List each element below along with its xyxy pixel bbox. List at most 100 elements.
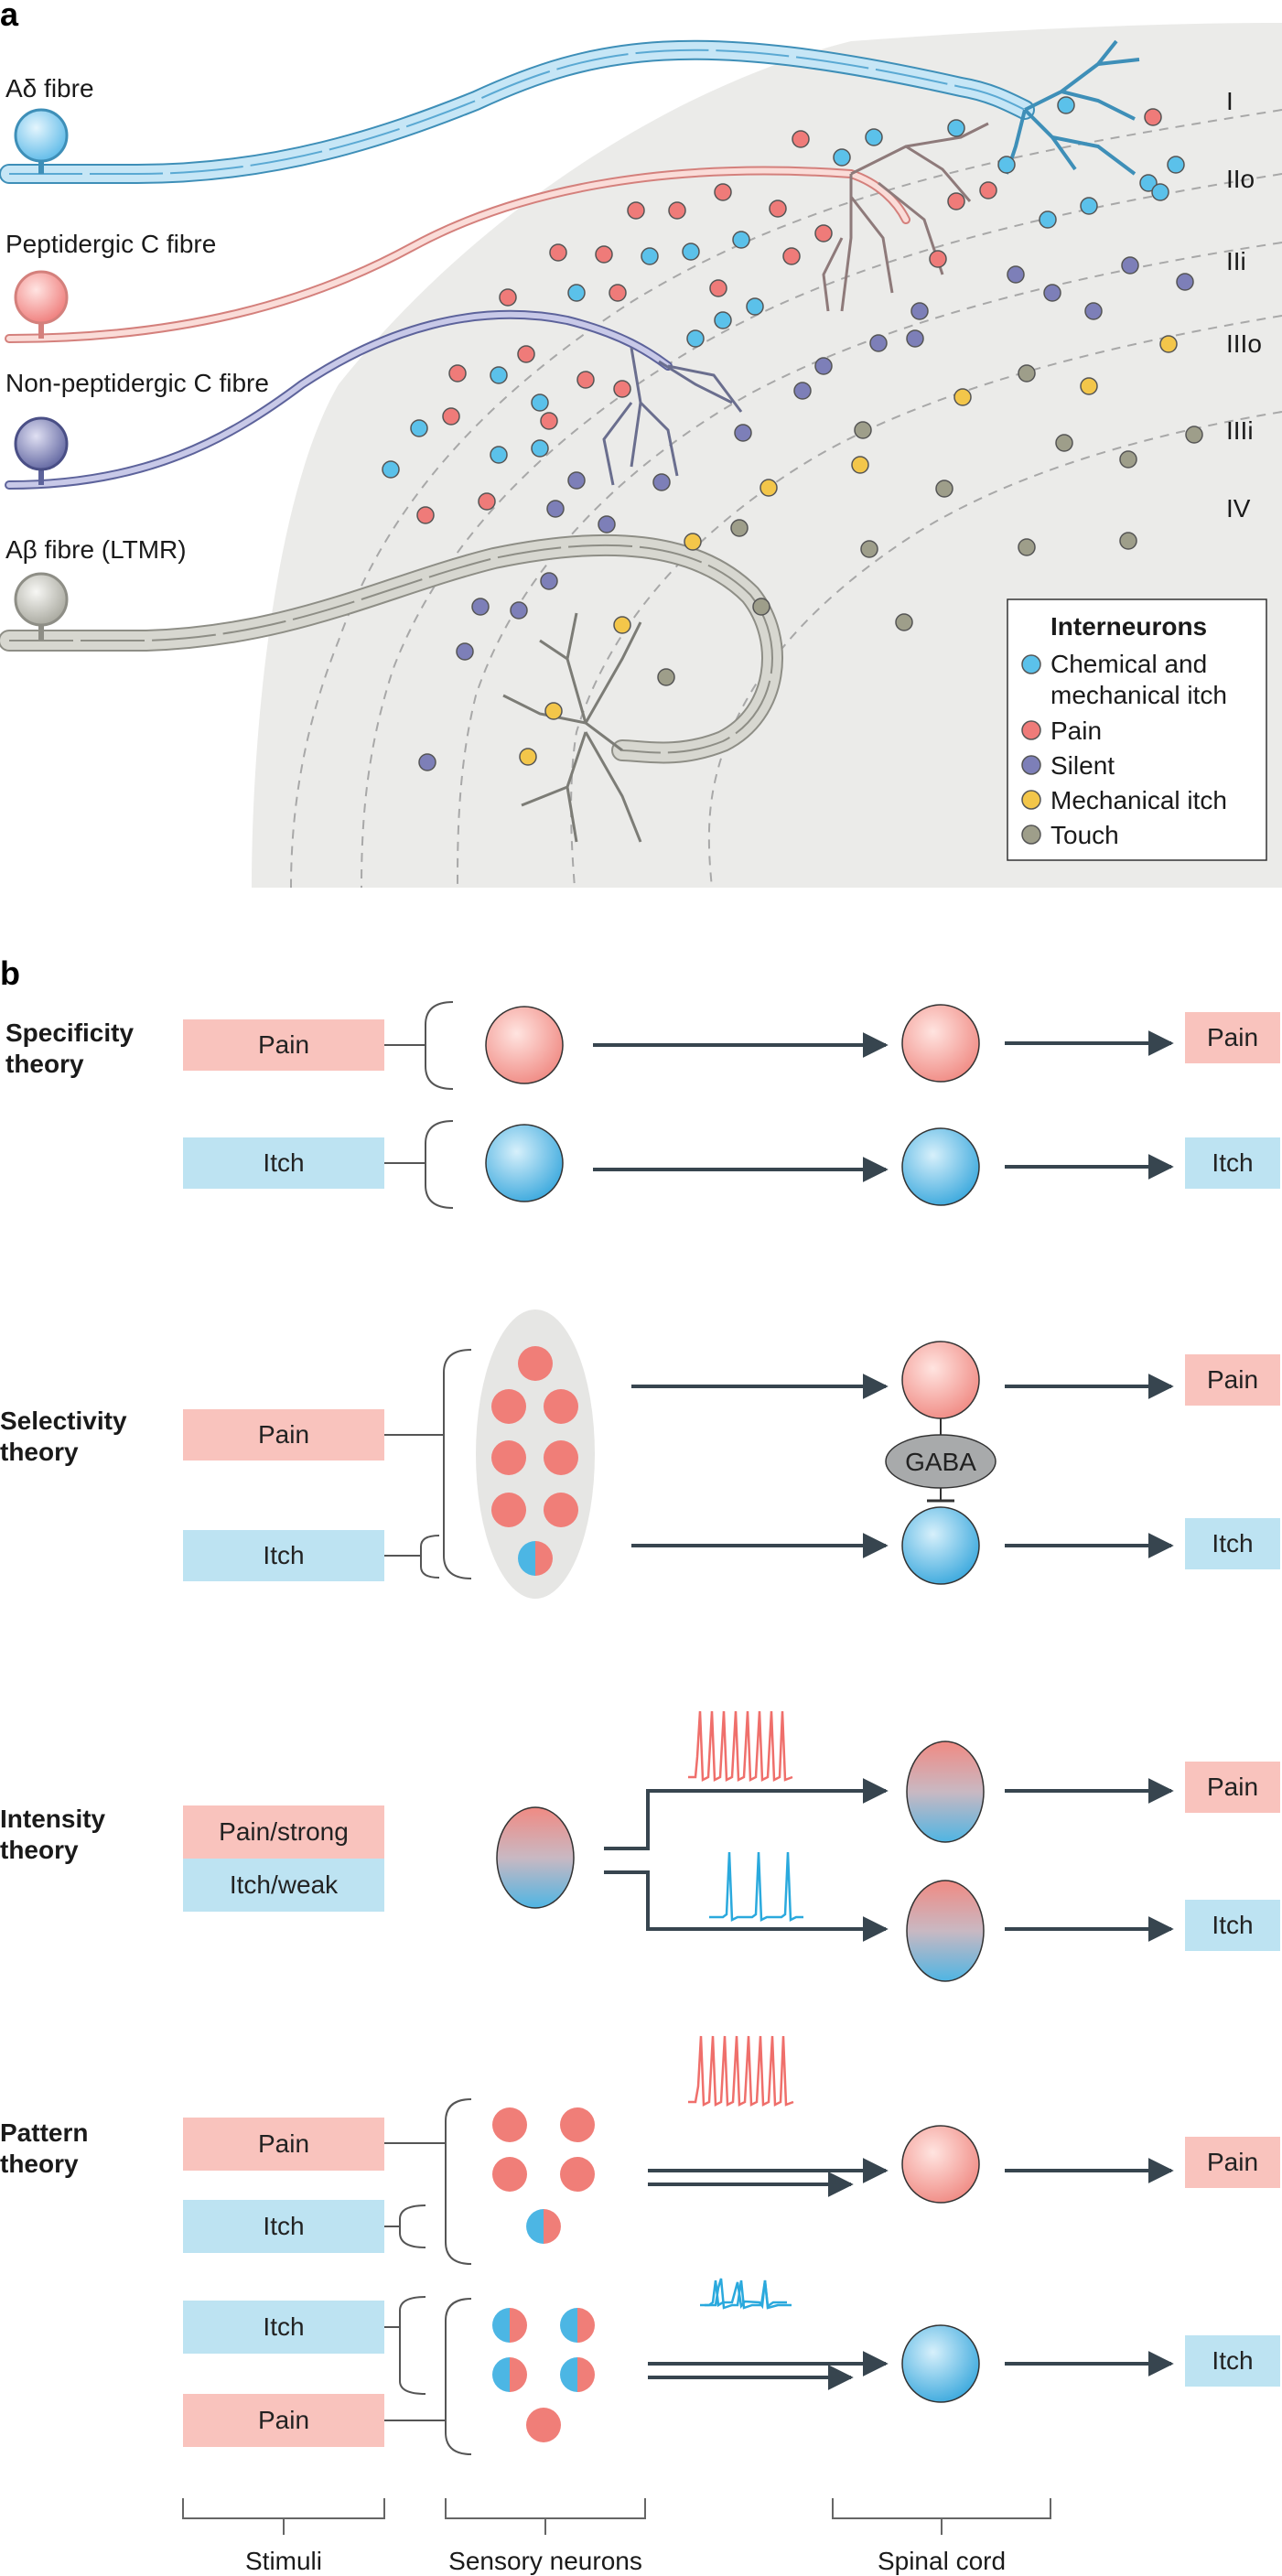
output-itch-box (1185, 1900, 1280, 1951)
legend-label-silent: Silent (1050, 751, 1115, 780)
arrow-weak (604, 1870, 889, 1942)
stimulus-pain-label-1: Pain (258, 2129, 309, 2158)
stimulus-pain-box-2 (183, 2394, 384, 2447)
selectivity-theory: Selectivity theory Pain Itch GABA (0, 1310, 1280, 1599)
panel-a-label: a (0, 0, 19, 33)
output-pain-box (1185, 2137, 1280, 2188)
output-pain-box (1185, 1354, 1280, 1406)
legend-dot-pain (1021, 720, 1041, 740)
spinal-neuron-pain (901, 2125, 980, 2204)
stimulus-itch-label: Itch (263, 1541, 304, 1569)
spinal-neuron-itch (901, 1127, 980, 1206)
stimulus-pain-box (183, 1409, 384, 1460)
peptidergic-c-fibre (5, 122, 989, 343)
output-pain-label: Pain (1207, 1773, 1258, 1801)
a-delta-soma (14, 108, 69, 163)
non-peptidergic-soma (14, 416, 69, 471)
output-pain-label: Pain (1207, 2148, 1258, 2176)
chemical-mechanical-itch-dots (382, 96, 1185, 479)
silent-dots (418, 256, 1194, 771)
a-beta-fibre (0, 534, 783, 843)
mechanical-itch-dots (519, 335, 1178, 766)
spinal-neuron-pain (901, 1341, 980, 1419)
stimulus-itch-label-2: Itch (263, 2312, 304, 2341)
output-itch-label: Itch (1212, 1148, 1253, 1177)
high-frequency-spikes (688, 1710, 793, 1782)
spinal-neuron-pain (901, 1004, 980, 1083)
legend-label-chemical-2: mechanical itch (1050, 681, 1227, 709)
specificity-title-1: Specificity (5, 1019, 134, 1047)
output-pain-box (1185, 1762, 1280, 1813)
legend-title: Interneurons (1050, 612, 1207, 641)
a-delta-fibre (0, 39, 1140, 184)
stimulus-pain-label-2: Pain (258, 2406, 309, 2434)
pattern-title-1: Pattern (0, 2118, 88, 2147)
low-frequency-spikes (709, 1851, 803, 1922)
footer-sensory-neurons: Sensory neurons (448, 2547, 642, 2575)
sensory-neuron-itch (485, 1124, 564, 1202)
intensity-title-1: Intensity (0, 1805, 106, 1833)
lamina-IIo: IIo (1226, 165, 1255, 193)
spinal-neuron-itch (901, 2324, 980, 2403)
non-peptidergic-c-fibre-label: Non-peptidergic C fibre (5, 369, 269, 397)
stimulus-strong-box (183, 1805, 384, 1859)
stimulus-itch-box (183, 1530, 384, 1581)
non-peptidergic-c-fibre (5, 309, 743, 490)
peptidergic-c-fibre-label: Peptidergic C fibre (5, 230, 216, 258)
spinal-neuron-itch (901, 1506, 980, 1585)
spinal-neuron-mixed-pain (906, 1741, 985, 1843)
stimulus-itch-box (183, 1137, 384, 1189)
selectivity-title-2: theory (0, 1438, 79, 1466)
output-pain-label: Pain (1207, 1365, 1258, 1394)
footer-brackets (182, 2498, 1051, 2535)
legend-label-chemical-1: Chemical and (1050, 650, 1207, 678)
polymodal-neuron-1 (526, 2209, 561, 2244)
output-pain-box (1185, 1012, 1280, 1063)
a-delta-fibre-label: Aδ fibre (5, 74, 94, 102)
stimulus-pain-box-1 (183, 2118, 384, 2171)
footer-spinal-cord: Spinal cord (878, 2547, 1006, 2575)
lamina-IIIi: IIIi (1226, 416, 1254, 445)
stimulus-itch-box-1 (183, 2200, 384, 2253)
output-itch-label: Itch (1212, 2346, 1253, 2375)
stimulus-pain-label: Pain (258, 1030, 309, 1059)
polymodal-neuron (518, 1541, 553, 1576)
selectivity-title-1: Selectivity (0, 1407, 127, 1435)
specificity-title-2: theory (5, 1050, 84, 1078)
output-itch-label: Itch (1212, 1911, 1253, 1939)
lamina-I: I (1226, 87, 1234, 115)
pattern-title-2: theory (0, 2150, 79, 2178)
intensity-theory: Intensity theory Pain/strong Itch/weak P… (0, 1710, 1280, 1982)
output-itch-label: Itch (1212, 1529, 1253, 1557)
a-beta-soma (14, 572, 69, 627)
lamina-IV: IV (1226, 494, 1251, 523)
legend-dot-chemical-itch (1021, 654, 1041, 674)
stimulus-strong-label: Pain/strong (219, 1817, 349, 1846)
lamina-IIi: IIi (1226, 247, 1246, 275)
pattern-theory: Pattern theory Pain Itch Itch Pain (0, 2035, 1280, 2455)
pain-dots (416, 108, 1162, 524)
intensity-title-2: theory (0, 1836, 79, 1864)
stimulus-itch-box-2 (183, 2301, 384, 2354)
specificity-theory: Specificity theory Pain Itch Pain Itch (5, 1001, 1280, 1209)
arrow-strong (604, 1778, 889, 1850)
stimulus-pain-label: Pain (258, 1420, 309, 1449)
legend-label-pain: Pain (1050, 717, 1102, 745)
spinal-neuron-mixed-itch (906, 1880, 985, 1982)
stimulus-pain-box (183, 1019, 384, 1071)
legend-dot-mechanical-itch (1021, 790, 1041, 810)
output-pain-label: Pain (1207, 1023, 1258, 1051)
output-itch-box (1185, 1518, 1280, 1569)
footer-stimuli: Stimuli (245, 2547, 322, 2575)
a-beta-fibre-label: Aβ fibre (LTMR) (5, 535, 187, 564)
sensory-neuron-pain (485, 1006, 564, 1084)
stimulus-weak-box (183, 1859, 384, 1912)
stimulus-weak-label: Itch/weak (230, 1870, 339, 1899)
interneuron-legend: Interneurons Chemical and mechanical itc… (1007, 598, 1267, 861)
legend-dot-silent (1021, 755, 1041, 775)
gaba-label: GABA (905, 1448, 976, 1476)
legend-dot-touch (1021, 825, 1041, 845)
polymodal-neurons-group-2 (492, 2308, 595, 2442)
output-itch-box (1185, 1137, 1280, 1189)
